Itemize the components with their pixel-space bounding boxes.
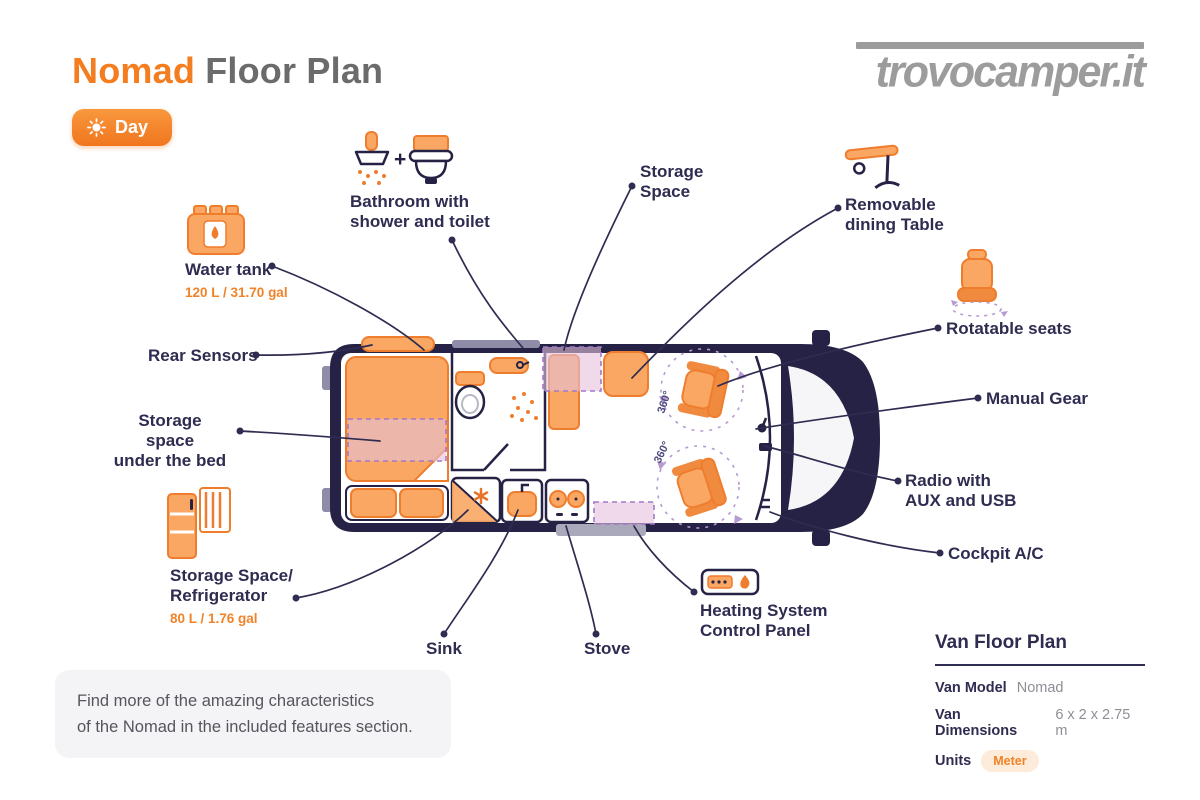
leader-lines xyxy=(239,185,979,635)
info-row-units: Units Meter xyxy=(935,750,1145,772)
leader-stove xyxy=(565,525,597,635)
callout-rear-sensors: Rear Sensors xyxy=(148,346,258,365)
dining-table-icon xyxy=(844,144,900,190)
heating-panel-highlight xyxy=(593,501,655,525)
leader-sink xyxy=(443,509,519,635)
bed-area xyxy=(345,356,449,521)
leader-storage-under-bed xyxy=(239,430,381,442)
callout-manual-gear: Manual Gear xyxy=(986,389,1089,408)
van-info-panel: Van Floor Plan Van Model Nomad Van Dimen… xyxy=(935,632,1145,783)
day-mode-label: Day xyxy=(115,117,149,137)
leader-cockpit-ac xyxy=(769,511,941,554)
shower-spray xyxy=(510,392,538,422)
brand-logo: trovocamper.it xyxy=(856,42,1146,97)
leader-heating xyxy=(633,525,695,593)
info-row-dimensions: Van Dimensions 6 x 2 x 2.75 m xyxy=(935,707,1131,739)
callout-rotatable-seats: Rotatable seats xyxy=(946,319,1072,338)
info-row-model: Van Model Nomad xyxy=(935,680,1064,696)
heating-panel-icon xyxy=(700,568,760,596)
leader-radio xyxy=(763,445,899,482)
dining-table-top xyxy=(603,351,649,397)
leader-dining-table xyxy=(631,207,839,379)
callout-water-tank: Water tank 120 L / 31.70 gal xyxy=(185,260,288,303)
rotatable-seat-front: 360° xyxy=(655,348,747,432)
callout-stove: Stove xyxy=(584,639,631,658)
title-rest: Floor Plan xyxy=(195,50,384,91)
title-accent: Nomad xyxy=(72,50,196,91)
leader-rotatable-seats xyxy=(717,327,939,387)
features-note: Find more of the amazing characteristics… xyxy=(55,670,451,758)
leader-water-tank xyxy=(271,265,425,351)
toilet-icon xyxy=(408,135,454,184)
info-panel-title: Van Floor Plan xyxy=(935,632,1145,666)
fridge-snowflake xyxy=(473,487,489,505)
callout-sink: Sink xyxy=(426,639,462,658)
leader-storage-space xyxy=(563,185,633,351)
rear-sensor-bar xyxy=(361,336,435,352)
logo-bar xyxy=(856,42,1144,49)
rotatable-seat-icon xyxy=(951,249,1008,317)
storage-space-highlight xyxy=(542,346,602,392)
leader-bathroom xyxy=(451,239,524,349)
plus-sign: + xyxy=(394,148,406,171)
bathroom-door xyxy=(483,443,509,471)
callout-cockpit-ac: Cockpit A/C xyxy=(948,544,1044,563)
sliding-door-step xyxy=(556,524,646,536)
windshield xyxy=(788,366,854,510)
refrigerator-icon xyxy=(167,487,231,559)
leader-storage-fridge xyxy=(295,509,469,599)
logo-text: trovocamper.it xyxy=(875,47,1146,97)
day-mode-toggle[interactable]: Day xyxy=(72,109,173,146)
callout-storage-fridge: Storage Space/Refrigerator 80 L / 1.76 g… xyxy=(170,566,293,629)
leader-manual-gear xyxy=(755,397,979,430)
page-title: Nomad Floor Plan xyxy=(72,50,383,92)
kitchen-area xyxy=(450,346,655,525)
van-exterior-details xyxy=(322,330,830,546)
sink-basin xyxy=(507,491,537,517)
water-tank-icon xyxy=(187,205,245,255)
water-tank-capacity: 120 L / 31.70 gal xyxy=(185,285,288,300)
units-badge[interactable]: Meter xyxy=(981,750,1039,772)
leader-dots xyxy=(236,182,982,638)
faucet xyxy=(520,483,529,492)
shower-icon xyxy=(354,131,390,185)
fridge-capacity: 80 L / 1.76 gal xyxy=(170,611,258,626)
sun-icon xyxy=(87,118,106,137)
bathroom-area xyxy=(450,353,547,472)
leader-rear-sensors xyxy=(255,344,373,357)
